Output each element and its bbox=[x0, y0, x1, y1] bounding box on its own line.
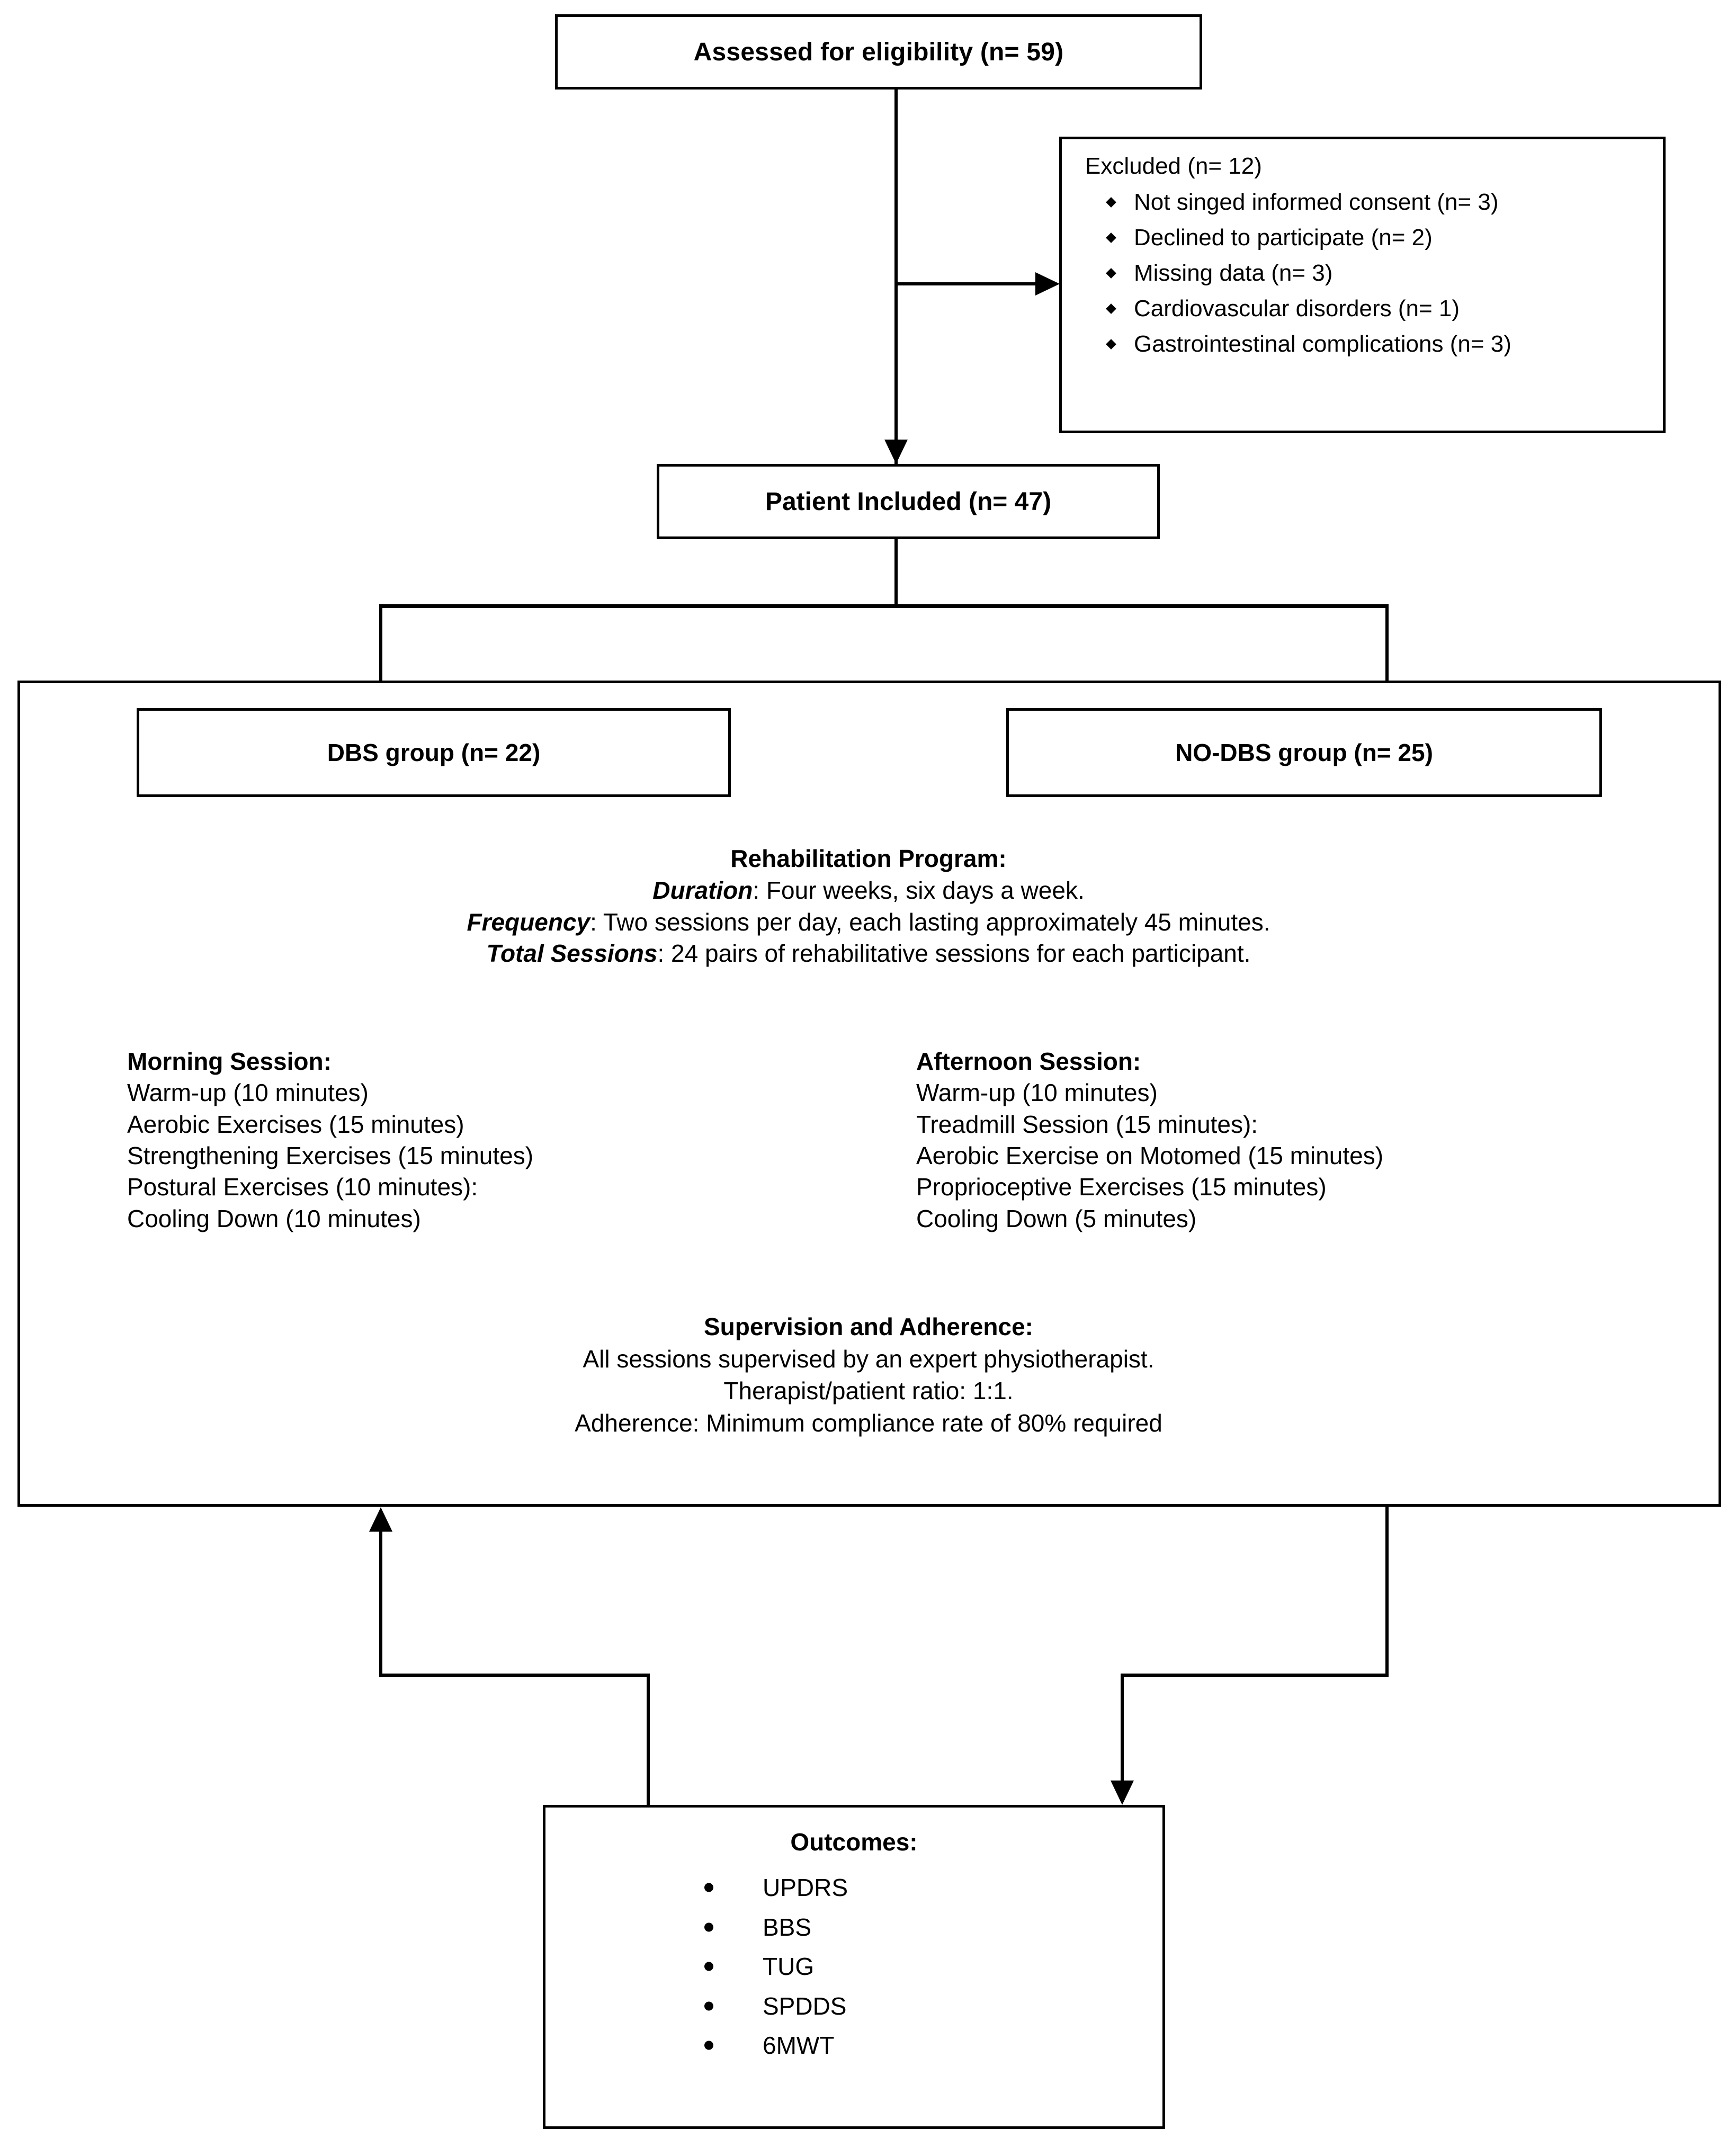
dbs-group-box: DBS group (n= 22) bbox=[137, 708, 731, 797]
diamond-bullet-icon bbox=[1106, 268, 1116, 279]
rehabilitation-container-box bbox=[17, 681, 1721, 1507]
session-columns: Morning Session: Warm-up (10 minutes) Ae… bbox=[127, 1046, 1610, 1234]
outcomes-title: Outcomes: bbox=[790, 1828, 918, 1856]
afternoon-session-item: Warm-up (10 minutes) bbox=[916, 1079, 1158, 1107]
list-item: BBS bbox=[704, 1908, 1162, 1947]
supervision-line: Adherence: Minimum compliance rate of 80… bbox=[575, 1409, 1162, 1437]
arrow-to-outcomes-icon bbox=[1111, 1781, 1134, 1805]
connector-left-horizontal bbox=[379, 1674, 650, 1677]
outcome-label: SPDDS bbox=[763, 1992, 847, 2020]
excluded-reason-label: Not singed informed consent (n= 3) bbox=[1134, 189, 1499, 215]
connector-to-dbs bbox=[379, 604, 382, 686]
connector-right-horizontal bbox=[1121, 1674, 1389, 1677]
diamond-bullet-icon bbox=[1106, 232, 1116, 244]
afternoon-session-column: Afternoon Session: Warm-up (10 minutes) … bbox=[916, 1046, 1610, 1234]
excluded-reason-label: Cardiovascular disorders (n= 1) bbox=[1134, 295, 1460, 321]
assessed-for-eligibility-box: Assessed for eligibility (n= 59) bbox=[555, 14, 1202, 90]
list-item: Not singed informed consent (n= 3) bbox=[1104, 185, 1663, 220]
outcomes-box: Outcomes: UPDRS BBS TUG SPDDS 6MWT bbox=[543, 1805, 1165, 2129]
list-item: Cardiovascular disorders (n= 1) bbox=[1104, 291, 1663, 327]
no-dbs-group-label: NO-DBS group (n= 25) bbox=[1175, 739, 1433, 766]
outcome-label: 6MWT bbox=[763, 2032, 835, 2060]
diamond-bullet-icon bbox=[1106, 339, 1116, 350]
outcome-label: UPDRS bbox=[763, 1874, 848, 1901]
connector-right-vertical-lower bbox=[1121, 1674, 1124, 1782]
bullet-dot-icon bbox=[704, 1922, 713, 1932]
program-duration-text: : Four weeks, six days a week. bbox=[753, 876, 1085, 904]
connector-to-no-dbs bbox=[1385, 604, 1389, 686]
excluded-box: Excluded (n= 12) Not singed informed con… bbox=[1059, 137, 1666, 433]
diamond-bullet-icon bbox=[1106, 303, 1116, 314]
program-total-sessions-line: Total Sessions: 24 pairs of rehabilitati… bbox=[32, 938, 1705, 970]
dbs-group-label: DBS group (n= 22) bbox=[327, 739, 541, 766]
afternoon-session-item: Aerobic Exercise on Motomed (15 minutes) bbox=[916, 1141, 1384, 1169]
excluded-reason-label: Gastrointestinal complications (n= 3) bbox=[1134, 330, 1511, 357]
outcome-label: BBS bbox=[763, 1913, 812, 1941]
morning-session-item: Cooling Down (10 minutes) bbox=[127, 1204, 421, 1232]
bullet-dot-icon bbox=[704, 2001, 713, 2011]
bullet-dot-icon bbox=[704, 1883, 713, 1892]
patient-included-box: Patient Included (n= 47) bbox=[657, 464, 1160, 539]
arrow-to-patient-included-icon bbox=[884, 440, 908, 464]
list-item: Declined to participate (n= 2) bbox=[1104, 220, 1663, 256]
supervision-and-adherence-block: Supervision and Adherence: All sessions … bbox=[32, 1311, 1705, 1439]
morning-session-item: Aerobic Exercises (15 minutes) bbox=[127, 1110, 464, 1138]
patient-included-label: Patient Included (n= 47) bbox=[765, 487, 1052, 516]
excluded-reason-label: Missing data (n= 3) bbox=[1134, 260, 1333, 286]
morning-session-item: Warm-up (10 minutes) bbox=[127, 1079, 369, 1107]
afternoon-session-item: Treadmill Session (15 minutes): bbox=[916, 1110, 1258, 1138]
arrow-into-rehab-box-icon bbox=[369, 1507, 392, 1532]
excluded-heading: Excluded (n= 12) bbox=[1085, 153, 1262, 179]
list-item: Missing data (n= 3) bbox=[1104, 256, 1663, 291]
connector-assessed-to-excluded bbox=[894, 282, 1037, 285]
supervision-title: Supervision and Adherence: bbox=[704, 1313, 1033, 1340]
connector-right-vertical-upper bbox=[1385, 1507, 1389, 1676]
morning-session-item: Strengthening Exercises (15 minutes) bbox=[127, 1141, 534, 1169]
program-frequency-label: Frequency bbox=[467, 908, 590, 936]
list-item: SPDDS bbox=[704, 1987, 1162, 2026]
morning-session-title: Morning Session: bbox=[127, 1048, 332, 1075]
morning-session-item: Postural Exercises (10 minutes): bbox=[127, 1173, 478, 1201]
connector-assessed-to-patient bbox=[894, 90, 898, 464]
supervision-line: Therapist/patient ratio: 1:1. bbox=[723, 1377, 1014, 1405]
connector-patient-stem bbox=[894, 539, 898, 607]
program-frequency-text: : Two sessions per day, each lasting app… bbox=[590, 908, 1270, 936]
afternoon-session-item: Cooling Down (5 minutes) bbox=[916, 1204, 1197, 1232]
program-total-sessions-text: : 24 pairs of rehabilitative sessions fo… bbox=[657, 940, 1251, 968]
list-item: TUG bbox=[704, 1947, 1162, 1987]
rehabilitation-program-block: Rehabilitation Program: Duration: Four w… bbox=[32, 843, 1705, 970]
outcome-label: TUG bbox=[763, 1953, 815, 1981]
program-duration-line: Duration: Four weeks, six days a week. bbox=[32, 875, 1705, 907]
outcomes-list: UPDRS BBS TUG SPDDS 6MWT bbox=[545, 1868, 1162, 2065]
bullet-dot-icon bbox=[704, 2041, 713, 2050]
excluded-reasons-list: Not singed informed consent (n= 3) Decli… bbox=[1085, 185, 1663, 362]
list-item: 6MWT bbox=[704, 2026, 1162, 2065]
connector-left-vertical-upper bbox=[379, 1531, 382, 1675]
connector-left-vertical-lower bbox=[647, 1674, 650, 1806]
program-title: Rehabilitation Program: bbox=[730, 845, 1007, 872]
program-total-sessions-label: Total Sessions bbox=[486, 940, 658, 968]
supervision-line: All sessions supervised by an expert phy… bbox=[583, 1345, 1155, 1373]
afternoon-session-item: Proprioceptive Exercises (15 minutes) bbox=[916, 1173, 1327, 1201]
bullet-dot-icon bbox=[704, 1962, 713, 1971]
afternoon-session-title: Afternoon Session: bbox=[916, 1048, 1141, 1075]
program-duration-label: Duration bbox=[652, 876, 753, 904]
connector-split-bar bbox=[379, 604, 1389, 608]
list-item: UPDRS bbox=[704, 1868, 1162, 1908]
morning-session-column: Morning Session: Warm-up (10 minutes) Ae… bbox=[127, 1046, 916, 1234]
list-item: Gastrointestinal complications (n= 3) bbox=[1104, 327, 1663, 362]
no-dbs-group-box: NO-DBS group (n= 25) bbox=[1006, 708, 1602, 797]
diamond-bullet-icon bbox=[1106, 197, 1116, 208]
arrow-to-excluded-icon bbox=[1035, 272, 1060, 296]
assessed-for-eligibility-label: Assessed for eligibility (n= 59) bbox=[693, 38, 1064, 66]
excluded-reason-label: Declined to participate (n= 2) bbox=[1134, 224, 1433, 251]
program-frequency-line: Frequency: Two sessions per day, each la… bbox=[32, 907, 1705, 938]
